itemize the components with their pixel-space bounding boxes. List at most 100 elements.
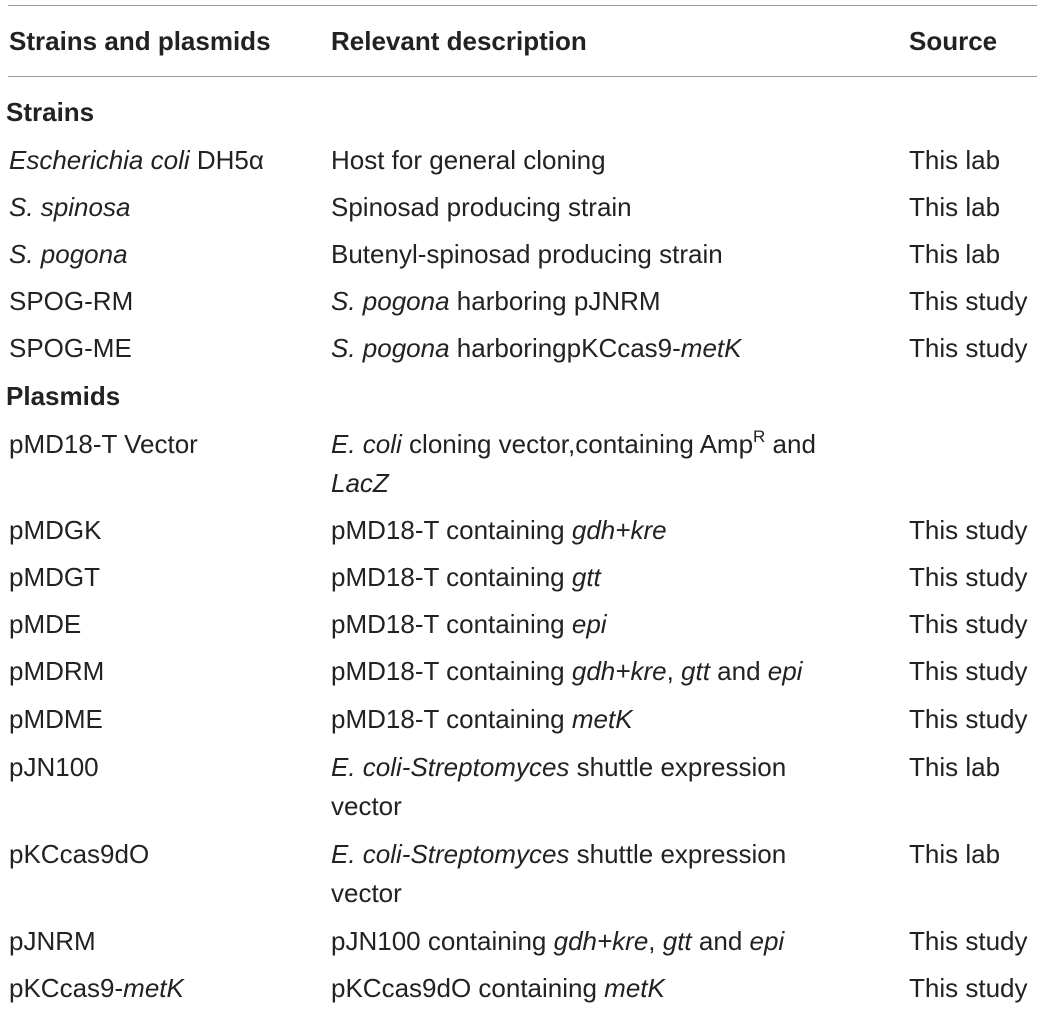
text-run: E. coli-Streptomyces [331,839,570,869]
text-run: epi [767,656,803,686]
header-source: Source [909,26,998,56]
row-name: pJNRM [9,922,96,961]
row-source: This lab [909,752,1001,782]
text-run: S. spinosa [9,192,131,222]
row-source: This study [909,656,1028,686]
text-run: pMDME [9,704,103,734]
row-description: pMD18-T containing metK [331,700,633,739]
row-source: This study [909,973,1028,1003]
row-source: This study [909,704,1028,734]
text-run: metK [123,973,184,1003]
text-run: epi [749,926,785,956]
row-name: S. spinosa [9,188,130,227]
text-run: DH5α [189,145,264,175]
row-name: pMDGK [9,511,101,550]
text-run: , [666,656,682,686]
row-description: vector [331,787,402,826]
row-source: This lab [909,192,1001,222]
text-run: E. coli [331,429,402,459]
row-source: This lab [909,145,1001,175]
row-source: This lab [909,239,1001,269]
row-source: This study [909,333,1028,363]
text-run: pJNRM [9,926,96,956]
text-run: pMD18-T containing [331,704,572,734]
row-name: pMDRM [9,652,104,691]
text-run: Host for general cloning [331,145,606,175]
table-header-rule [8,76,1037,77]
text-run: SPOG-RM [9,286,134,316]
text-run: gdh+kre [571,656,667,686]
text-run: gdh+kre [571,515,667,545]
row-description: S. pogona harboringpKCcas9-metK [331,329,741,368]
header-description: Relevant description [331,26,587,56]
row-description: Butenyl-spinosad producing strain [331,235,723,274]
row-name: SPOG-ME [9,329,132,368]
row-name: pKCcas9dO [9,835,149,874]
row-description: pJN100 containing gdh+kre, gtt and epi [331,922,784,961]
text-run: pKCcas9dO [9,839,150,869]
row-description: pMD18-T containing epi [331,605,607,644]
row-source: This study [909,286,1028,316]
text-run: pJN100 [9,752,99,782]
row-name: pMD18-T Vector [9,425,198,464]
text-run: harboringpKCcas9- [449,333,681,363]
text-run: pJN100 containing [331,926,554,956]
text-run: pKCcas9- [9,973,124,1003]
row-description: pMD18-T containing gtt [331,558,601,597]
text-run: , [648,926,663,956]
text-run: LacZ [331,468,389,498]
text-run: pMD18-T containing [331,609,572,639]
row-source: This study [909,515,1028,545]
table-top-rule [8,5,1037,6]
text-run: S. pogona [9,239,128,269]
text-run: S. pogona [331,333,450,363]
text-run: pMDRM [9,656,105,686]
row-source: This study [909,926,1028,956]
text-run: vector [331,878,402,908]
text-run: and [765,429,816,459]
text-run: R [753,427,766,447]
row-description: pMD18-T containing gdh+kre, gtt and epi [331,652,802,691]
row-source: This lab [909,839,1001,869]
section-heading: Strains [6,97,95,127]
text-run: E. coli-Streptomyces [331,752,570,782]
text-run: pMD18-T containing [331,562,572,592]
row-description: Spinosad producing strain [331,188,632,227]
row-description: S. pogona harboring pJNRM [331,282,661,321]
text-run: shuttle expression [569,839,787,869]
row-name: pMDME [9,700,103,739]
row-name: Escherichia coli DH5α [9,141,264,180]
text-run: gtt [571,562,601,592]
row-description: E. coli-Streptomyces shuttle expression [331,748,786,787]
text-run: vector [331,791,402,821]
text-run: gtt [662,926,692,956]
text-run: pMD18-T containing [331,515,572,545]
row-name: pJN100 [9,748,99,787]
row-description: pKCcas9dO containing metK [331,969,665,1008]
text-run: metK [571,704,633,734]
text-run: and [709,656,768,686]
text-run: S. pogona [331,286,450,316]
text-run: epi [571,609,607,639]
text-run: pMD18-T Vector [9,429,198,459]
row-description: LacZ [331,464,389,503]
row-source: This study [909,609,1028,639]
text-run: cloning vector,containing Amp [401,429,754,459]
row-name: pMDE [9,605,81,644]
text-run: pMDGT [9,562,100,592]
section-heading: Plasmids [6,381,121,411]
row-description: E. coli-Streptomyces shuttle expression [331,835,786,874]
text-run: pMDE [9,609,82,639]
text-run: harboring pJNRM [449,286,661,316]
text-run: gdh+kre [553,926,649,956]
text-run: shuttle expression [569,752,787,782]
text-run: pMD18-T containing [331,656,572,686]
text-run: Spinosad producing strain [331,192,632,222]
text-run: metK [680,333,742,363]
text-run: Escherichia coli [9,145,190,175]
text-run: Butenyl-spinosad producing strain [331,239,723,269]
text-run: pMDGK [9,515,102,545]
row-name: pKCcas9-metK [9,969,184,1008]
text-run: and [691,926,750,956]
text-run: metK [604,973,665,1003]
